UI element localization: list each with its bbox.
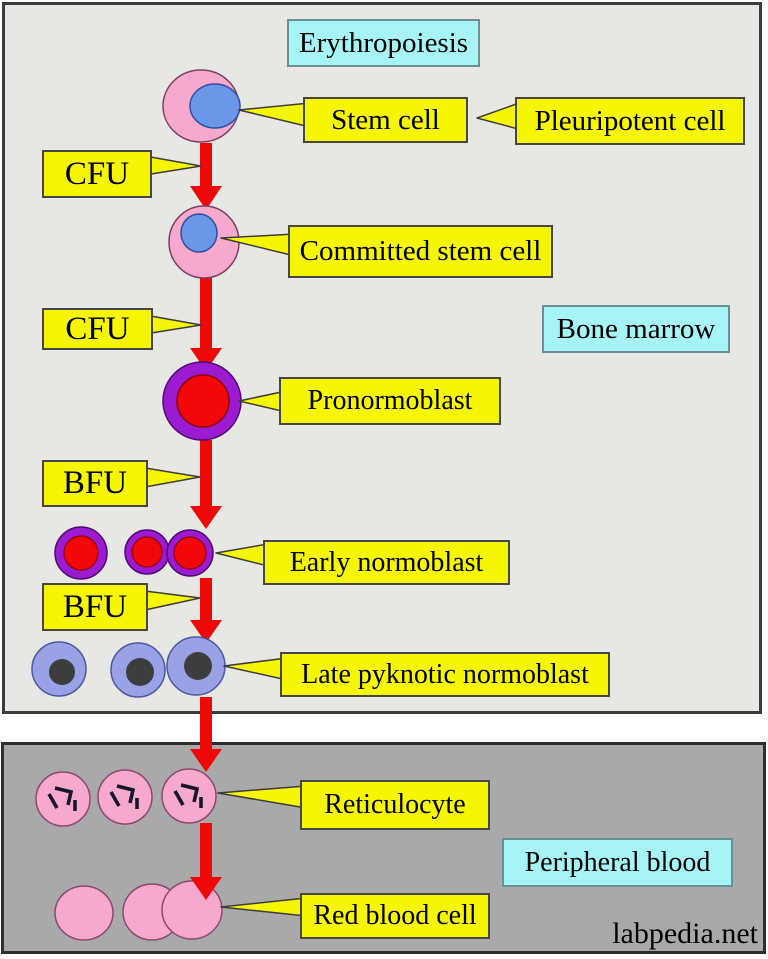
reticulum-strands-icon [47, 783, 203, 811]
late-pointer [223, 657, 288, 681]
pronormoblast-graphic [162, 361, 242, 441]
stem-cell-graphic [162, 69, 241, 143]
callout-committed-stem-cell: Committed stem cell [288, 225, 553, 278]
callout-stem-cell: Stem cell [303, 97, 468, 143]
flow-arrow [190, 143, 222, 772]
callout-early-normoblast: Early normoblast [263, 540, 510, 585]
peripheral-blood-section-label: Peripheral blood [502, 838, 733, 887]
rbc-pointer [220, 897, 307, 917]
flow-arrow-final [190, 823, 222, 900]
callout-reticulocyte: Reticulocyte [300, 780, 490, 830]
reticulocyte-group [35, 768, 217, 827]
red-blood-cell-group [54, 880, 223, 941]
callout-pleuripotent-cell: Pleuripotent cell [515, 97, 745, 145]
callout-red-blood-cell: Red blood cell [300, 893, 490, 939]
callout-pronormoblast: Pronormoblast [279, 377, 501, 425]
callout-cfu-1: CFU [42, 150, 152, 198]
late-pyknotic-normoblast-group [31, 636, 226, 698]
diagram-title: Erythropoiesis [287, 19, 480, 67]
callout-late-pyknotic-normoblast: Late pyknotic normoblast [280, 652, 610, 697]
cfu1-pointer [144, 155, 202, 176]
callout-cfu-2: CFU [42, 308, 153, 350]
watermark: labpedia.net [612, 917, 758, 950]
committed-stem-cell-graphic [168, 205, 240, 279]
early-normoblast-group [54, 526, 214, 580]
bfu1-pointer [144, 467, 201, 488]
bfu2-pointer [144, 590, 201, 611]
callout-bfu-2: BFU [42, 583, 148, 631]
early-pointer [215, 543, 269, 567]
stem-cell-pointer [238, 102, 311, 128]
callout-bfu-1: BFU [42, 460, 148, 507]
reticulocyte-pointer [217, 785, 307, 809]
bone-marrow-section-label: Bone marrow [542, 305, 730, 353]
cfu2-pointer [144, 314, 202, 335]
